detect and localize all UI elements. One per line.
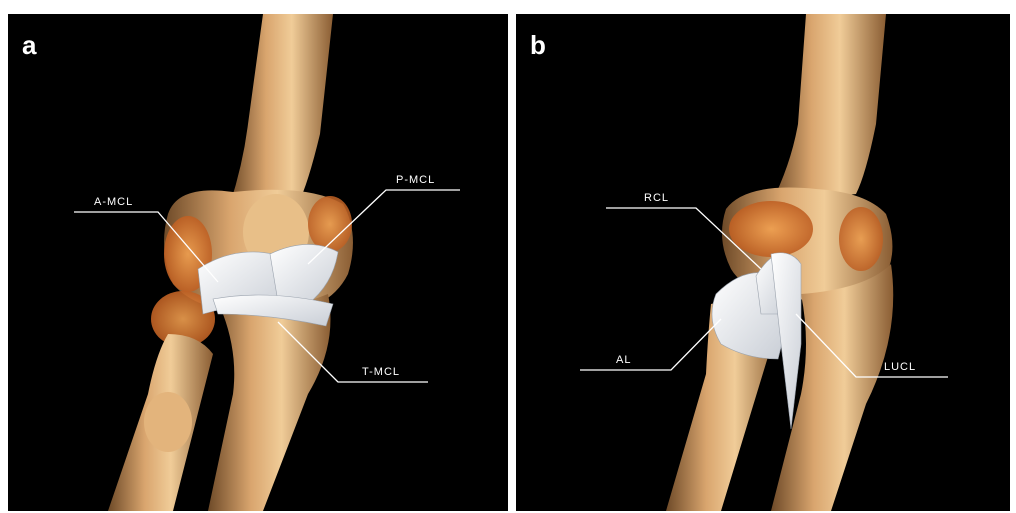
capitellum-cartilage <box>729 201 813 257</box>
ulna-bone <box>208 294 331 511</box>
panel-b-illustration <box>516 14 1010 511</box>
al-label: AL <box>616 354 631 366</box>
a-mcl-label: A-MCL <box>94 196 133 208</box>
panel-a-medial-elbow: a A-MCL P-MCL T-MCL <box>8 14 508 511</box>
humerus-bone <box>230 14 333 204</box>
p-mcl-label: P-MCL <box>396 174 435 186</box>
lucl-label: LUCL <box>884 361 916 373</box>
humerus-bone <box>771 14 886 204</box>
panel-a-illustration <box>8 14 508 511</box>
panel-b-letter: b <box>530 30 546 61</box>
rcl-label: RCL <box>644 192 669 204</box>
t-mcl-label: T-MCL <box>362 366 400 378</box>
radial-tuberosity <box>144 392 192 452</box>
panel-a-letter: a <box>22 30 36 61</box>
al-leader <box>580 319 721 370</box>
lateral-cartilage <box>839 207 883 271</box>
panel-b-lateral-elbow: b RCL AL LUCL <box>516 14 1010 511</box>
